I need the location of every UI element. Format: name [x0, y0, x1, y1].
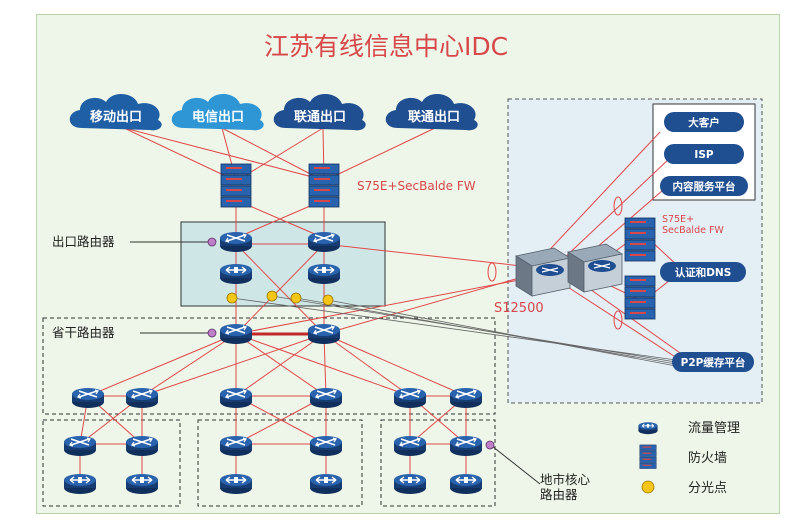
city-region-3	[380, 419, 496, 507]
cloud-telecom-label: 电信出口	[192, 109, 244, 125]
firewall-top-label: S75E+SecBalde FW	[357, 179, 476, 193]
exit-router-icon	[307, 231, 341, 253]
firewall-right-label-line1: S75E+	[662, 214, 694, 225]
cloud-unicom-label-2: 联通出口	[408, 109, 460, 125]
firewall-right-label: S75E+ SecBalde FW	[662, 214, 724, 236]
access-router-icon	[309, 387, 343, 409]
legend-firewall-icon	[639, 444, 657, 470]
s12500-label: S12500	[494, 301, 544, 316]
port-dot	[207, 237, 217, 247]
access-router-icon	[125, 387, 159, 409]
exit-router-icon	[219, 231, 253, 253]
diagram-title: 江苏有线信息中心IDC	[264, 32, 508, 61]
service-content-platform: 内容服务平台	[660, 176, 748, 196]
traffic-management-icon	[63, 473, 97, 495]
splitter-icon	[322, 294, 334, 306]
cloud-unicom-exit-1: 联通出口	[273, 93, 366, 131]
city-region-2	[197, 419, 363, 507]
service-big-customer-label: 大客户	[688, 116, 720, 129]
traffic-management-icon	[307, 263, 341, 285]
legend: 流量管理 防火墙 分光点	[637, 421, 740, 496]
city-core-router-icon	[309, 435, 343, 457]
exit-router-label: 出口路由器	[52, 234, 115, 249]
port-dot	[485, 440, 495, 450]
access-router-icon	[71, 387, 105, 409]
traffic-management-icon	[309, 473, 343, 495]
backbone-router-icon	[307, 323, 341, 345]
auth-dns-label: 认证和DNS	[675, 266, 732, 279]
legend-splitter-icon	[641, 480, 655, 494]
cloud-mobile-label: 移动出口	[90, 109, 142, 125]
exit-router-box	[180, 221, 386, 307]
splitter-icon	[226, 292, 238, 304]
traffic-management-icon	[219, 263, 253, 285]
city-router-callout	[491, 445, 541, 485]
splitter-links	[231, 295, 677, 367]
backbone-links	[87, 333, 467, 397]
p2p-cache-label: P2P缓存平台	[681, 356, 746, 369]
traffic-management-icon	[219, 473, 253, 495]
traffic-management-icon	[449, 473, 483, 495]
city-core-router-label-line1: 地市核心	[540, 472, 591, 487]
p2p-cache-platform: P2P缓存平台	[672, 352, 754, 372]
legend-splitter-label: 分光点	[688, 481, 727, 496]
city-core-router-icon	[63, 435, 97, 457]
legend-traffic-label: 流量管理	[688, 421, 740, 436]
legend-firewall-label: 防火墙	[688, 450, 727, 466]
city-region-1	[42, 419, 181, 507]
cloud-unicom-exit-2: 联通出口	[385, 93, 478, 131]
access-router-icon	[449, 387, 483, 409]
cloud-mobile-exit: 移动出口	[69, 93, 162, 131]
s12500-switch-icon	[515, 247, 571, 297]
service-isp-label: ISP	[694, 149, 713, 161]
s12500-switch-icon	[567, 243, 623, 293]
city-core-router-icon	[449, 435, 483, 457]
city-core-router-icon	[125, 435, 159, 457]
splitter-icon	[290, 292, 302, 304]
city-core-router-label-line2: 路由器	[540, 487, 578, 502]
cloud-telecom-exit: 电信出口	[171, 93, 264, 131]
access-router-icon	[393, 387, 427, 409]
splitter-icon	[266, 290, 278, 302]
cloud-links	[123, 127, 436, 181]
city-core-router-icon	[219, 435, 253, 457]
traffic-management-icon	[125, 473, 159, 495]
auth-dns-node: 认证和DNS	[660, 262, 746, 282]
legend-traffic-icon	[637, 421, 659, 435]
traffic-management-icon	[393, 473, 427, 495]
backbone-router-label: 省干路由器	[52, 325, 115, 340]
service-content-platform-label: 内容服务平台	[673, 180, 736, 193]
city-core-router-icon	[393, 435, 427, 457]
service-big-customer: 大客户	[664, 112, 744, 132]
port-dot	[207, 328, 217, 338]
firewall-icon	[308, 163, 340, 208]
cloud-unicom-label-1: 联通出口	[294, 109, 346, 125]
city-core-router-label: 地市核心 路由器	[540, 472, 594, 502]
access-router-icon	[219, 387, 253, 409]
backbone-router-icon	[219, 323, 253, 345]
firewall-right-label-line2: SecBalde FW	[662, 225, 724, 236]
service-isp: ISP	[664, 144, 744, 164]
firewall-icon	[220, 163, 252, 208]
